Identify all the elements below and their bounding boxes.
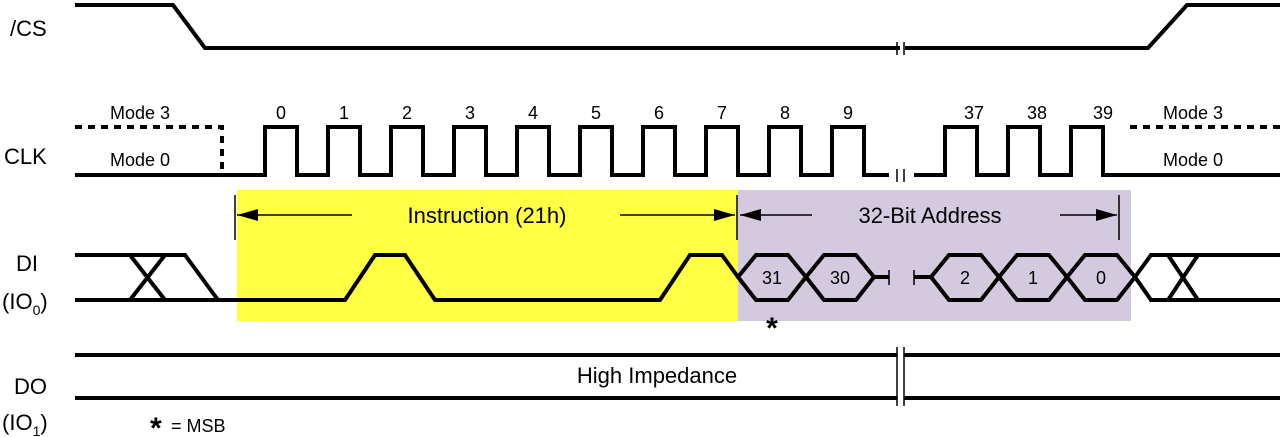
cs-signal-label: /CS [10,16,47,41]
do-state-label: High Impedance [577,363,737,388]
mode3-right-label: Mode 3 [1163,103,1223,123]
address-bit-0: 0 [1096,268,1106,288]
address-bit-1: 1 [1028,268,1038,288]
instruction-arrowhead-right [714,209,735,221]
clk-waveform [75,125,1280,177]
clock-number-39: 39 [1093,103,1113,123]
address-bit-2: 2 [960,268,970,288]
clk-mode3-left-dashed [75,125,224,175]
di-dontcare-right [1133,253,1280,302]
footnote-star: * [150,412,162,437]
clk-signal-label: CLK [4,144,47,169]
clock-number-8: 8 [780,103,790,123]
clock-number-5: 5 [591,103,601,123]
do-signal-label: DO [14,374,47,399]
footnote-text: = MSB [166,416,226,436]
mode0-left-label: Mode 0 [110,150,170,170]
msb-marker: * [766,312,778,345]
address-bit-30: 30 [830,268,850,288]
di-signal-label: DI [16,251,38,276]
cs-waveform [75,3,1280,50]
clock-number-2: 2 [402,103,412,123]
address-phase-region [738,190,1131,321]
instruction-arrowhead-left [237,209,258,221]
mode3-left-label: Mode 3 [110,103,170,123]
clock-number-9: 9 [843,103,853,123]
address-bit-31: 31 [762,268,782,288]
clock-number-labels: 0 1 2 3 4 5 6 7 8 9 37 38 39 [276,103,1113,123]
di-instruction-waveform [218,253,740,302]
mode0-right-label: Mode 0 [1163,150,1223,170]
clock-number-7: 7 [717,103,727,123]
address-phase-label: 32-Bit Address [858,203,1001,228]
clock-number-1: 1 [339,103,349,123]
clock-number-37: 37 [964,103,984,123]
address-arrowhead-right [1096,209,1117,221]
do-io-label: (IO1) [2,410,48,437]
clock-number-3: 3 [465,103,475,123]
clock-number-4: 4 [528,103,538,123]
instruction-phase-label: Instruction (21h) [408,203,567,228]
clock-number-6: 6 [654,103,664,123]
clock-number-38: 38 [1027,103,1047,123]
di-io-label: (IO0) [2,289,48,318]
di-dontcare-left [75,253,237,302]
address-arrowhead-left [740,209,761,221]
clock-number-0: 0 [276,103,286,123]
